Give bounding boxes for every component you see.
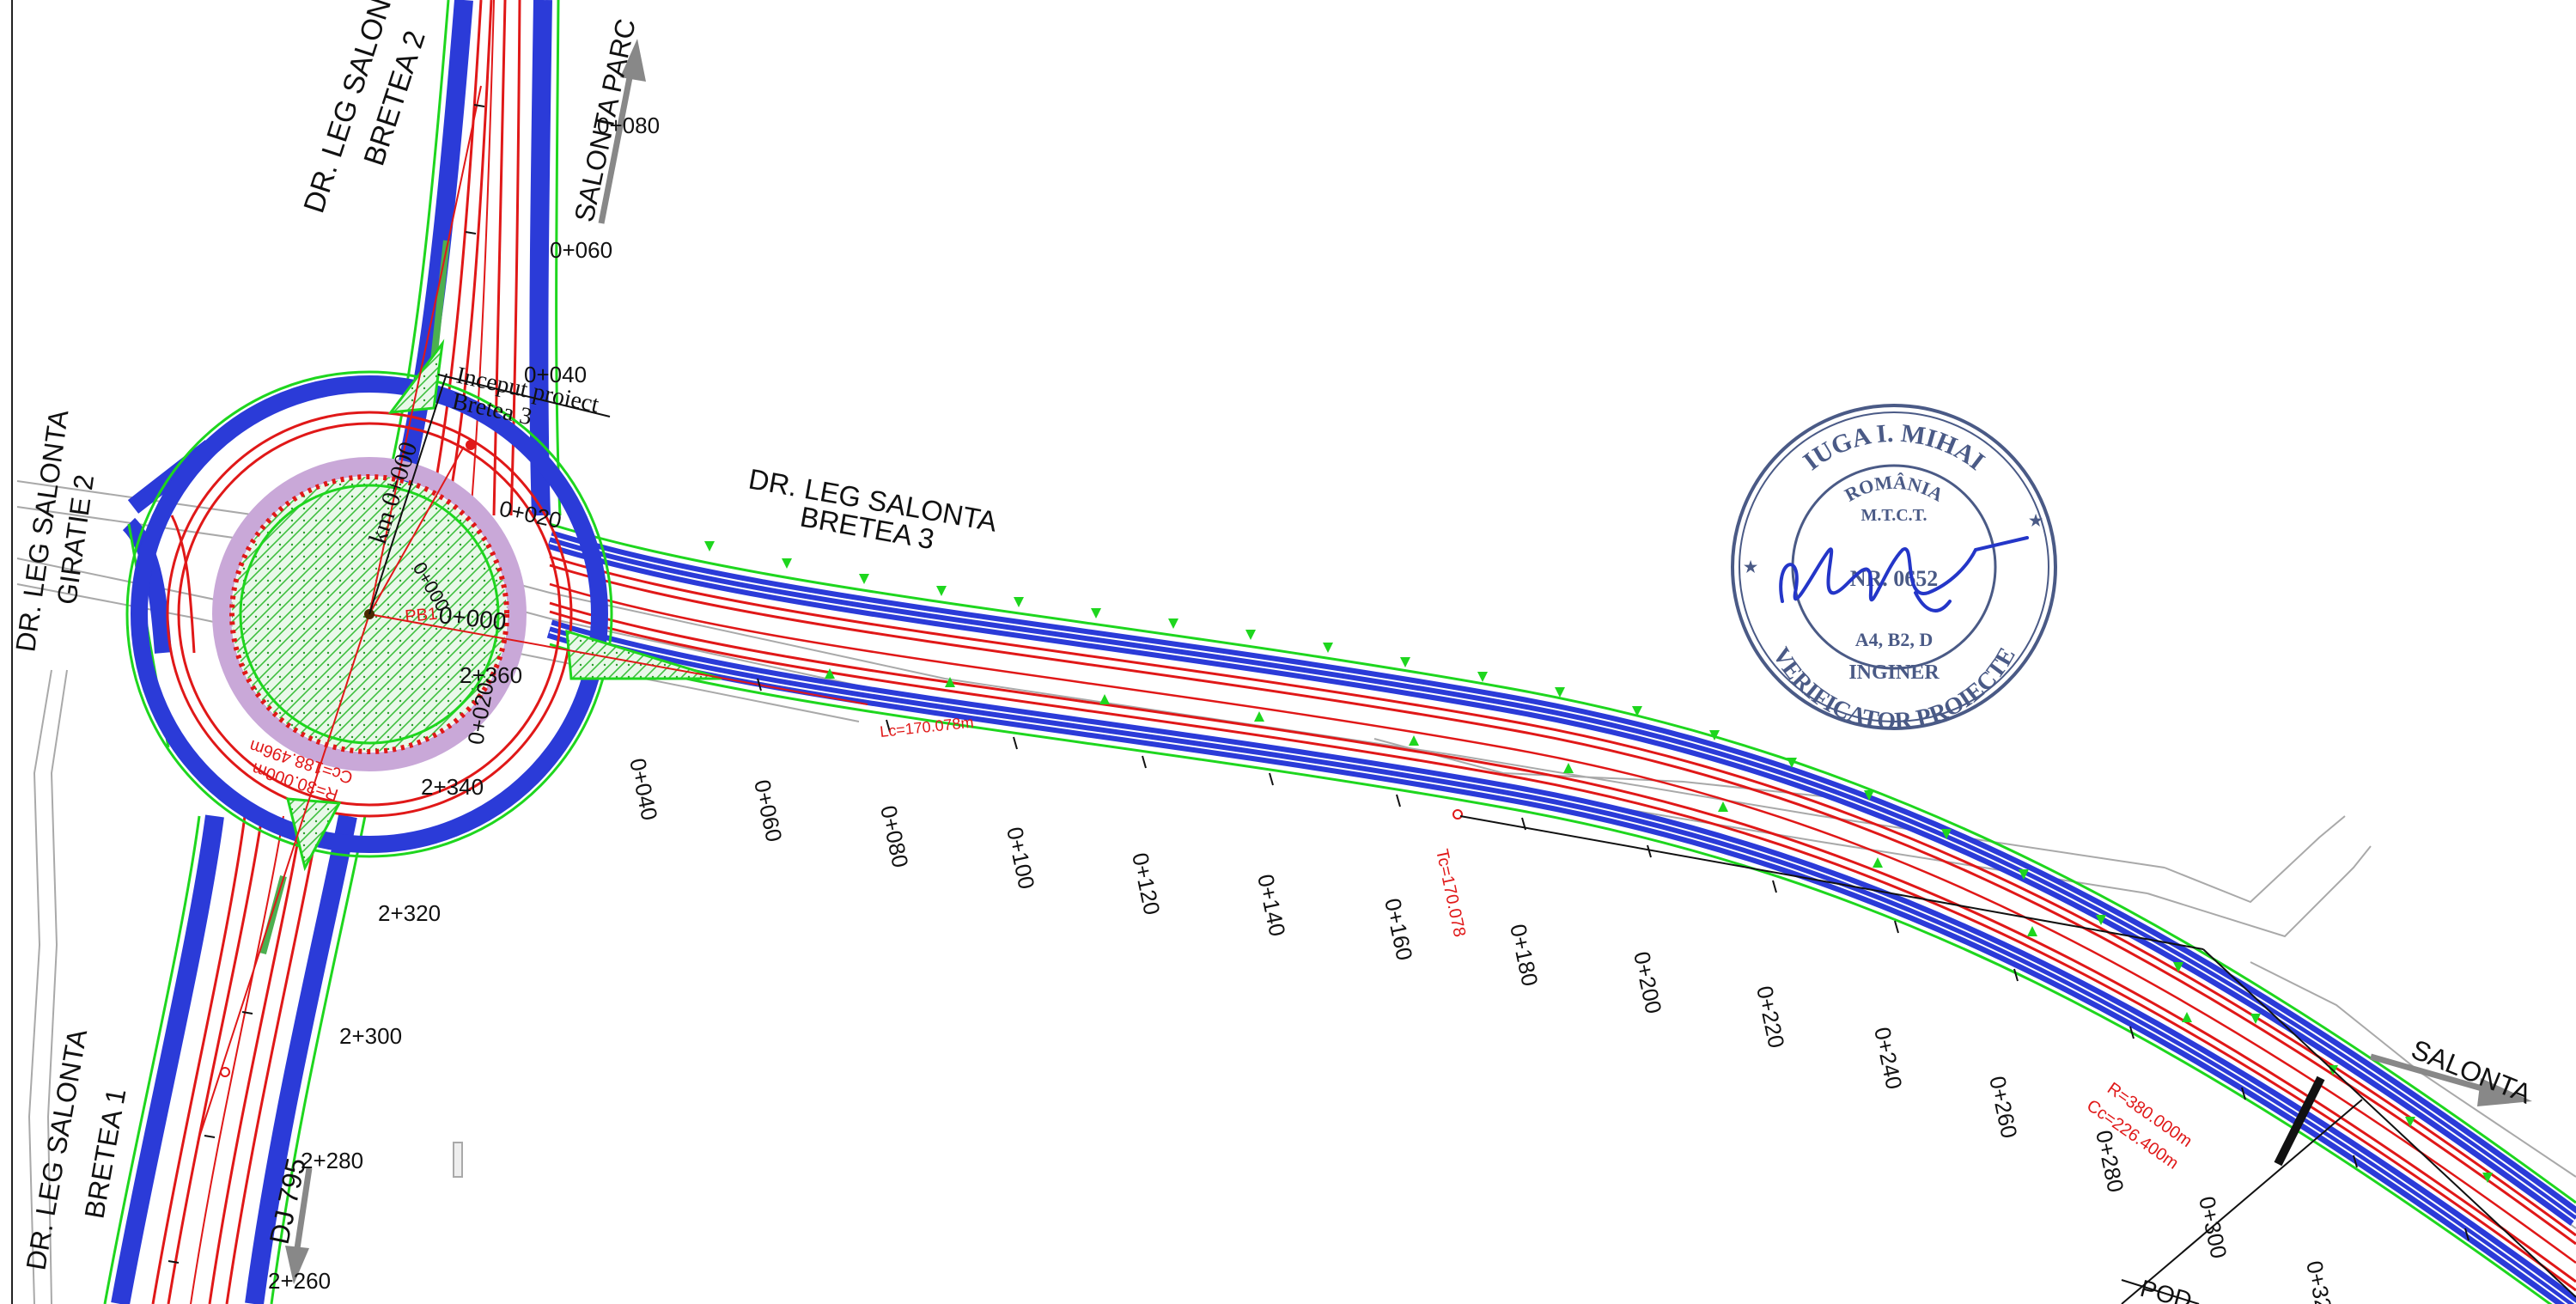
- construction-lines: [368, 373, 2576, 1304]
- chainage-label: 0+260: [1984, 1074, 2023, 1141]
- signature: [1779, 536, 2029, 612]
- slope-markers-bretea-3: [704, 541, 2493, 1183]
- splitter-islands: [286, 338, 722, 872]
- bridge-marker: [2274, 1075, 2325, 1167]
- label-tc: Tc=170.078: [1432, 847, 1469, 938]
- chainage-label: 0+040: [524, 362, 587, 387]
- label-lc: Lc=170.078m: [879, 714, 974, 740]
- chainage-label: 0+160: [1379, 896, 1418, 963]
- alignment-axes: [197, 85, 868, 1143]
- chainage-label: 0+220: [1751, 984, 1790, 1051]
- chainage-label: 2+300: [339, 1023, 402, 1049]
- chainage-label: 2+360: [460, 662, 522, 688]
- engineer-stamp: IUGA I. MIHAI VERIFICATOR PROIECTE ROMÂN…: [1731, 404, 2057, 735]
- chainage-label: 0+140: [1252, 872, 1291, 939]
- stamp-country: ROMÂNIA: [1841, 472, 1946, 506]
- chainage-label: 0+040: [624, 756, 663, 823]
- chainage-label: 0+320: [2301, 1258, 2340, 1304]
- chainage-label: 0+080: [597, 113, 660, 138]
- direction-arrow-salonta: [2370, 1053, 2532, 1106]
- stamp-title: INGINER: [1848, 661, 1940, 684]
- road-bretea-1: [103, 813, 367, 1304]
- chainage-label: 0+240: [1869, 1025, 1908, 1092]
- label-pod: POD: [2137, 1275, 2195, 1304]
- stamp-star-right: ★: [2029, 512, 2043, 529]
- curve-annotations: Lc=170.078m Tc=170.078 Cc=226.400m R=380…: [247, 714, 2195, 1173]
- label-bretea1-line1: DR. LEG SALONTA: [20, 1027, 93, 1273]
- label-pb: PB1: [405, 605, 439, 626]
- chainage-label: 0+100: [1002, 825, 1040, 892]
- chainage-label: 0+200: [1629, 949, 1667, 1016]
- stamp-grades: A4, B2, D: [1855, 629, 1933, 650]
- road-bretea-3: [546, 522, 2576, 1304]
- axis-points: [220, 440, 1463, 1077]
- chainage-label: 0+300: [2194, 1194, 2232, 1261]
- chainage-dj795: 2+360 2+340 2+320 2+300 2+280 2+260: [268, 662, 522, 1294]
- stamp-role: VERIFICATOR PROIECTE: [1767, 643, 2020, 735]
- axis-ticks: [167, 104, 2469, 1264]
- chainage-label: 2+260: [268, 1268, 331, 1294]
- chainage-label: 2+340: [421, 774, 484, 800]
- chainage-label: 0+180: [1505, 922, 1544, 989]
- chainage-label: 0+120: [1127, 850, 1166, 917]
- direction-arrow-salonta-parc: [598, 39, 646, 224]
- stamp-star-left: ★: [1744, 558, 1758, 576]
- chainage-label: 0+020: [497, 496, 564, 534]
- stamp-ministry: M.T.C.T.: [1860, 506, 1927, 525]
- chainage-label: 0+080: [875, 803, 914, 870]
- chainage-label: 2+280: [301, 1148, 363, 1173]
- chainage-label: 0+060: [550, 237, 612, 263]
- chainage-label: 2+320: [378, 900, 441, 926]
- chainage-label: 0+060: [749, 777, 788, 844]
- direction-arrow-dj795: [285, 1167, 313, 1284]
